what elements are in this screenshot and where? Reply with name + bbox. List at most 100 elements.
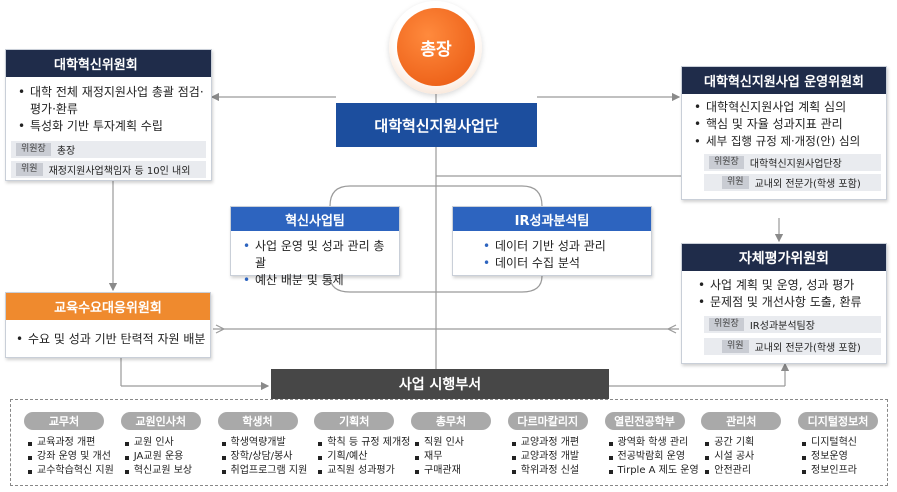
innovation-team-duties: 사업 운영 및 성과 관리 총괄 예산 배분 및 통제: [239, 238, 395, 289]
duty-item: 수요 및 성과 기반 탄력적 자원 배분: [12, 331, 206, 348]
department-name: 교무처: [24, 412, 104, 430]
ir-team-duties: 데이터 기반 성과 관리 데이터 수집 분석: [479, 238, 647, 272]
department-item: 교육과정 개편: [28, 436, 110, 450]
self-eval-committee-duties: 사업 계획 및 운영, 성과 평가 문제점 및 개선사항 도출, 환류: [694, 277, 882, 311]
self-eval-committee-card: 자체평가위원회 사업 계획 및 운영, 성과 평가 문제점 및 개선사항 도출,…: [681, 243, 887, 364]
department-item: 안전관리: [705, 464, 787, 478]
department-item: 학위과정 신설: [511, 464, 594, 478]
chair-value: IR성과분석팀장: [749, 321, 815, 332]
department-item: 교원 인사: [124, 436, 207, 450]
duty-item: 특성화 기반 투자계획 수립: [14, 118, 205, 135]
department-item: 직원 인사: [415, 436, 497, 450]
demand-committee-duties: 수요 및 성과 기반 탄력적 자원 배분: [12, 331, 206, 348]
department-name: 기획처: [314, 412, 395, 430]
department-item: 장학/상담/봉사: [221, 450, 304, 464]
president-circle: 총장: [397, 8, 475, 86]
member-row: 위원 교내외 전문가(학생 포함): [704, 174, 881, 191]
member-tag: 위원: [722, 176, 749, 189]
innovation-committee-duties: 대학 전체 재정지원사업 총괄 점검·평가·환류 특성화 기반 투자계획 수립: [14, 84, 205, 135]
department-name: 다르마칼리지: [507, 412, 588, 430]
department-item: 디지털혁신: [802, 436, 884, 450]
chair-tag: 위원장: [709, 156, 744, 169]
self-eval-committee-header: 자체평가위원회: [682, 244, 886, 271]
department-item: 정보운영: [802, 450, 884, 464]
member-value: 교내외 전문가(학생 포함): [754, 179, 861, 190]
operation-committee-title: 대학혁신지원사업 운영위원회: [703, 75, 864, 90]
self-eval-committee-title: 자체평가위원회: [738, 250, 830, 267]
department-name: 관리처: [701, 412, 782, 430]
demand-committee-header: 교육수요대응위원회: [6, 293, 210, 320]
department-item: 공간 기획: [705, 436, 787, 450]
department-item: 교양과정 개편: [511, 436, 594, 450]
member-row: 위원 교내외 전문가(학생 포함): [704, 338, 881, 355]
member-row: 위원 재정지원사업책임자 등 10인 내외: [11, 161, 206, 178]
innovation-committee-header: 대학혁신위원회: [6, 50, 211, 77]
department-name: 열린전공학부: [604, 412, 685, 430]
innovation-committee-card: 대학혁신위원회 대학 전체 재정지원사업 총괄 점검·평가·환류 특성화 기반 …: [5, 49, 212, 181]
department-item: 전공박람회 운영: [608, 450, 691, 464]
duty-item: 문제점 및 개선사항 도출, 환류: [694, 294, 882, 311]
department-item: JA교원 운용: [124, 450, 207, 464]
department-name: 학생처: [217, 412, 298, 430]
member-value: 교내외 전문가(학생 포함): [754, 343, 861, 354]
innovation-committee-title: 대학혁신위원회: [54, 58, 138, 73]
duty-item: 핵심 및 자율 성과지표 관리: [690, 116, 882, 133]
duty-item: 사업 계획 및 운영, 성과 평가: [694, 277, 882, 294]
department-item: 시설 공사: [705, 450, 787, 464]
chair-tag: 위원장: [16, 143, 51, 156]
duty-item: 사업 운영 및 성과 관리 총괄: [239, 238, 395, 272]
innovation-team-header: 혁신사업팀: [231, 207, 399, 231]
department-item: 재무: [415, 450, 497, 464]
duty-item: 대학 전체 재정지원사업 총괄 점검·평가·환류: [14, 84, 205, 118]
department-item: 기획/예산: [318, 450, 400, 464]
member-tag: 위원: [16, 163, 43, 176]
department-name: 디지털정보처: [798, 412, 878, 430]
department-name: 교원인사처: [120, 412, 201, 430]
department-name: 총무처: [411, 412, 491, 430]
member-tag: 위원: [722, 340, 749, 353]
duty-item: 예산 배분 및 통제: [239, 272, 395, 289]
department-item: 교양과정 개발: [511, 450, 594, 464]
chair-tag: 위원장: [709, 318, 744, 331]
duty-item: 세부 집행 규정 제·개정(안) 심의: [690, 133, 882, 150]
duty-item: 데이터 기반 성과 관리: [479, 238, 647, 255]
chair-value: 총장: [56, 146, 76, 157]
exec-dept-label: 사업 시행부서: [398, 377, 482, 393]
ir-team-card: IR성과분석팀 데이터 기반 성과 관리 데이터 수집 분석: [452, 206, 652, 276]
bracket-top: [329, 185, 543, 207]
ir-team-title: IR성과분석팀: [514, 213, 590, 229]
exec-dept-bar: 사업 시행부서: [271, 369, 609, 399]
duty-item: 대학혁신지원사업 계획 심의: [690, 99, 882, 116]
demand-committee-card: 교육수요대응위원회 수요 및 성과 기반 탄력적 자원 배분: [5, 292, 211, 358]
department-item: 취업프로그램 지원: [221, 464, 307, 478]
department-item: 혁신교원 보상: [124, 464, 207, 478]
ir-team-header: IR성과분석팀: [453, 207, 651, 231]
center-unit-box: 대학혁신지원사업단: [336, 103, 537, 147]
chair-value: 대학혁신지원사업단장: [749, 159, 842, 170]
innovation-team-card: 혁신사업팀 사업 운영 및 성과 관리 총괄 예산 배분 및 통제: [230, 206, 400, 289]
demand-committee-title: 교육수요대응위원회: [54, 301, 162, 316]
president-label: 총장: [420, 39, 452, 60]
operation-committee-duties: 대학혁신지원사업 계획 심의 핵심 및 자율 성과지표 관리 세부 집행 규정 …: [690, 99, 882, 150]
member-value: 재정지원사업책임자 등 10인 내외: [48, 166, 191, 177]
departments-frame: [10, 399, 888, 486]
department-item: 교수학습혁신 지원: [28, 464, 114, 478]
chair-row: 위원장 대학혁신지원사업단장: [704, 154, 881, 171]
department-item: 구매관재: [415, 464, 497, 478]
operation-committee-header: 대학혁신지원사업 운영위원회: [682, 67, 886, 94]
department-item: 광역화 학생 관리: [608, 436, 691, 450]
department-item: 교직원 성과평가: [318, 464, 400, 478]
chair-row: 위원장 총장: [11, 141, 206, 158]
department-item: 정보인프라: [802, 464, 884, 478]
operation-committee-card: 대학혁신지원사업 운영위원회 대학혁신지원사업 계획 심의 핵심 및 자율 성과…: [681, 66, 887, 200]
duty-item: 데이터 수집 분석: [479, 255, 647, 272]
center-unit-label: 대학혁신지원사업단: [374, 116, 499, 135]
